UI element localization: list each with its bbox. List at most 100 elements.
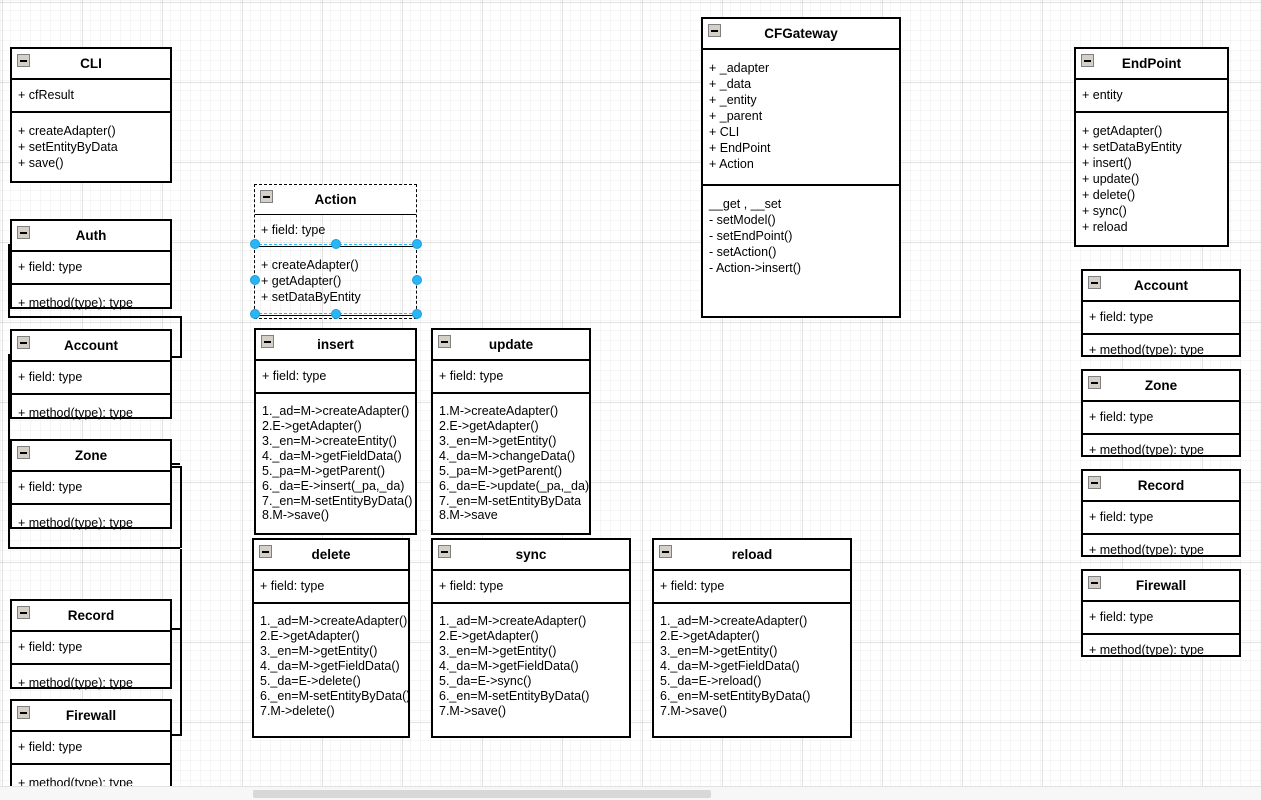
class-box-firewall-right[interactable]: Firewall + field: type + method(type): t… <box>1081 569 1241 657</box>
class-header-endpoint[interactable]: EndPoint <box>1076 49 1227 81</box>
field-row: + field: type <box>262 369 327 384</box>
collapse-minus-icon[interactable] <box>17 706 30 719</box>
class-header-action[interactable]: Action <box>255 185 416 216</box>
class-box-insert[interactable]: insert + field: type 1._ad=M->createAdap… <box>254 328 417 536</box>
method-row: + method(type): type <box>1089 643 1204 658</box>
class-header-account-left[interactable]: Account <box>12 331 170 363</box>
collapse-minus-icon[interactable] <box>1081 54 1094 67</box>
class-methods-action: + createAdapter() + getAdapter() + setDa… <box>255 247 416 317</box>
collapse-minus-icon[interactable] <box>1088 276 1101 289</box>
class-box-auth[interactable]: Auth + field: type + method(type): type <box>10 219 172 310</box>
class-box-endpoint[interactable]: EndPoint + entity + getAdapter() + setDa… <box>1074 47 1229 248</box>
class-box-record-right[interactable]: Record + field: type + method(type): typ… <box>1081 469 1241 557</box>
collapse-minus-icon[interactable] <box>438 335 451 348</box>
resize-handle-sw[interactable] <box>250 309 260 319</box>
class-header-reload[interactable]: reload <box>654 540 850 572</box>
class-box-record-left[interactable]: Record + field: type + method(type): typ… <box>10 599 172 690</box>
class-methods-record-left: + method(type): type <box>12 665 170 699</box>
class-box-cfgateway[interactable]: CFGateway + _adapter + _data + _entity +… <box>701 17 901 318</box>
step-row: 8.M->save <box>439 508 498 523</box>
class-header-firewall-right[interactable]: Firewall <box>1083 571 1239 603</box>
collapse-minus-icon[interactable] <box>17 336 30 349</box>
step-row: 3._en=M->createEntity() <box>262 434 397 449</box>
method-row: __get , __set <box>709 197 782 212</box>
field-row: + _data <box>709 77 752 92</box>
field-row: + field: type <box>18 260 83 275</box>
resize-handle-n[interactable] <box>331 239 341 249</box>
resize-handle-s[interactable] <box>331 309 341 319</box>
collapse-minus-icon[interactable] <box>17 446 30 459</box>
class-title-sync: sync <box>515 547 547 562</box>
horizontal-scrollbar[interactable] <box>0 786 1261 800</box>
class-fields-reload: + field: type <box>654 571 850 605</box>
class-header-firewall-left[interactable]: Firewall <box>12 701 170 733</box>
collapse-minus-icon[interactable] <box>17 226 30 239</box>
collapse-minus-icon[interactable] <box>659 545 672 558</box>
class-title-cfgateway: CFGateway <box>764 26 838 41</box>
class-box-update[interactable]: update + field: type 1.M->createAdapter(… <box>431 328 591 536</box>
class-header-record-left[interactable]: Record <box>12 601 170 633</box>
step-row: 7.M->delete() <box>260 703 335 718</box>
class-box-action[interactable]: Action + field: type + createAdapter() +… <box>254 184 417 319</box>
method-row: + method(type): type <box>18 406 133 421</box>
method-row: + method(type): type <box>18 676 133 691</box>
collapse-minus-icon[interactable] <box>438 545 451 558</box>
class-box-reload[interactable]: reload + field: type 1._ad=M->createAdap… <box>652 538 852 738</box>
collapse-minus-icon[interactable] <box>1088 376 1101 389</box>
class-box-account-left[interactable]: Account + field: type + method(type): ty… <box>10 329 172 421</box>
class-box-sync[interactable]: sync + field: type 1._ad=M->createAdapte… <box>431 538 631 738</box>
class-title-firewall-right: Firewall <box>1135 578 1187 593</box>
class-methods-firewall-right: + method(type): type <box>1083 635 1239 666</box>
collapse-minus-icon[interactable] <box>259 545 272 558</box>
connector-record-right <box>180 549 182 735</box>
collapse-minus-icon[interactable] <box>260 190 273 203</box>
class-steps-delete: 1._ad=M->createAdapter() 2.E->getAdapter… <box>254 604 410 728</box>
class-header-cli[interactable]: CLI <box>12 49 170 81</box>
collapse-minus-icon[interactable] <box>1088 576 1101 589</box>
collapse-minus-icon[interactable] <box>1088 476 1101 489</box>
class-title-action: Action <box>314 192 357 207</box>
class-header-delete[interactable]: delete <box>254 540 408 572</box>
resize-handle-se[interactable] <box>412 309 422 319</box>
field-row: + cfResult <box>18 88 74 103</box>
class-header-zone-left[interactable]: Zone <box>12 441 170 473</box>
class-header-auth[interactable]: Auth <box>12 221 170 253</box>
connector-zone-right <box>180 466 182 548</box>
class-fields-zone-right: + field: type <box>1083 402 1239 436</box>
method-row: + method(type): type <box>18 516 133 531</box>
resize-handle-w[interactable] <box>250 275 260 285</box>
collapse-minus-icon[interactable] <box>17 606 30 619</box>
field-row: + _parent <box>709 109 763 124</box>
step-row: 2.E->getAdapter() <box>439 629 539 644</box>
class-box-account-right[interactable]: Account + field: type + method(type): ty… <box>1081 269 1241 357</box>
class-methods-account-right: + method(type): type <box>1083 335 1239 366</box>
resize-handle-nw[interactable] <box>250 239 260 249</box>
collapse-minus-icon[interactable] <box>17 54 30 67</box>
field-row: + CLI <box>709 125 740 140</box>
step-row: 4._da=M->getFieldData() <box>260 658 400 673</box>
class-box-cli[interactable]: CLI + cfResult + createAdapter() + setEn… <box>10 47 172 184</box>
class-box-firewall-left[interactable]: Firewall + field: type + method(type): t… <box>10 699 172 790</box>
class-header-update[interactable]: update <box>433 330 589 362</box>
class-box-zone-right[interactable]: Zone + field: type + method(type): type <box>1081 369 1241 457</box>
resize-handle-e[interactable] <box>412 275 422 285</box>
class-header-zone-right[interactable]: Zone <box>1083 371 1239 403</box>
class-fields-endpoint: + entity <box>1076 80 1227 114</box>
horizontal-scrollbar-thumb[interactable] <box>253 790 711 798</box>
class-header-sync[interactable]: sync <box>433 540 629 572</box>
method-row: + method(type): type <box>1089 343 1204 358</box>
class-header-insert[interactable]: insert <box>256 330 415 362</box>
class-box-zone-left[interactable]: Zone + field: type + method(type): type <box>10 439 172 531</box>
class-header-cfgateway[interactable]: CFGateway <box>703 19 899 51</box>
class-fields-account-left: + field: type <box>12 362 170 396</box>
class-fields-update: + field: type <box>433 361 589 395</box>
collapse-minus-icon[interactable] <box>261 335 274 348</box>
class-box-delete[interactable]: delete + field: type 1._ad=M->createAdap… <box>252 538 410 738</box>
resize-handle-ne[interactable] <box>412 239 422 249</box>
step-row: 2.E->getAdapter() <box>660 629 760 644</box>
collapse-minus-icon[interactable] <box>708 24 721 37</box>
class-header-account-right[interactable]: Account <box>1083 271 1239 303</box>
class-header-record-right[interactable]: Record <box>1083 471 1239 503</box>
step-row: 5._da=E->sync() <box>439 673 532 688</box>
